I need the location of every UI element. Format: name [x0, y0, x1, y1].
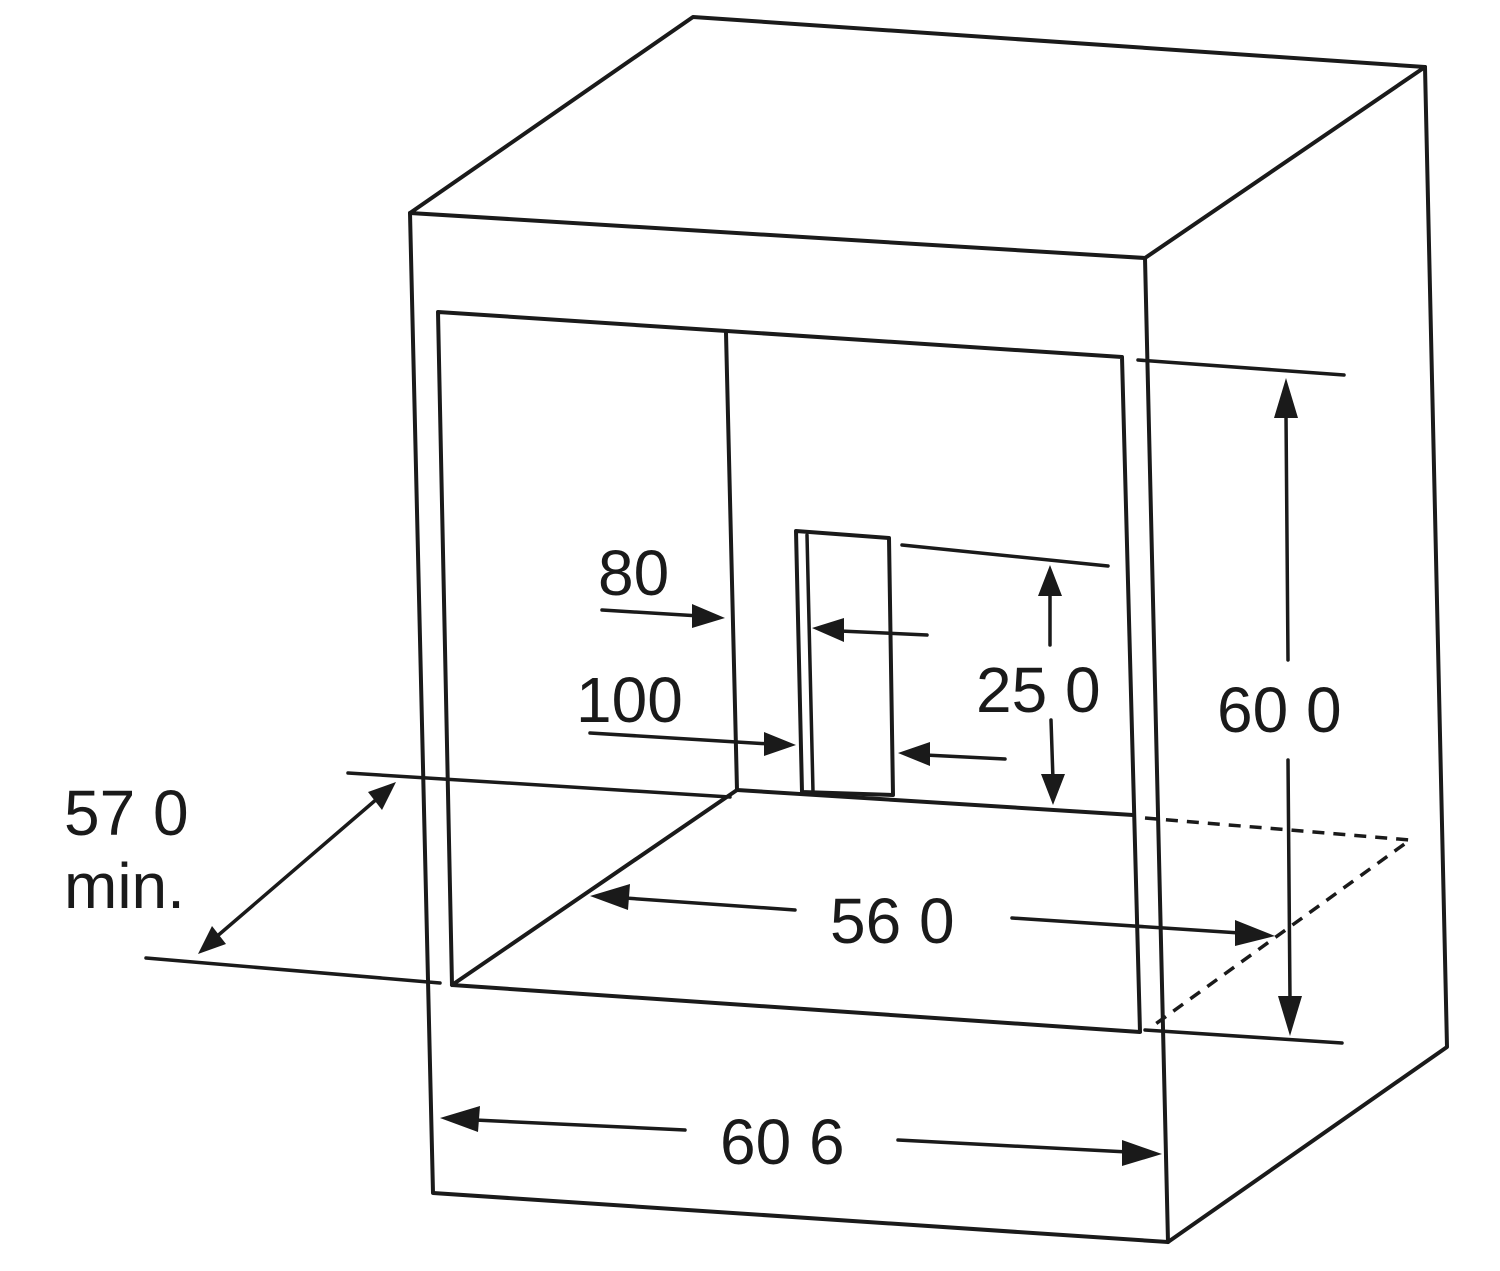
offset-top-line: [600, 608, 702, 618]
niche-height-arrow-top: [1274, 378, 1298, 418]
niche-width-label: 56 0: [830, 885, 955, 957]
cabinet-width-arrow-left: [440, 1106, 480, 1132]
niche-height-extension-bottom: [1143, 1028, 1344, 1045]
niche-back-left-edge: [724, 331, 739, 792]
depth-note-label: min.: [64, 850, 185, 922]
vent-height-arrow-bottom: [1041, 774, 1065, 805]
dimension-niche-width: 56 0: [590, 884, 1275, 957]
niche-height-label: 60 0: [1217, 674, 1342, 746]
depth-extension-bottom: [144, 956, 442, 985]
vent-height-line-lower: [1049, 718, 1055, 782]
dimension-cutout-offset-bottom: 100: [576, 664, 1007, 766]
appliance-projection: [1144, 816, 1415, 1030]
niche-height-line-lower: [1286, 758, 1292, 1002]
offset-bottom-right-line: [923, 753, 1007, 761]
niche-width-line-left: [623, 896, 797, 912]
dimension-depth: 57 0 min.: [64, 771, 732, 985]
offset-bottom-label: 100: [576, 664, 683, 736]
niche-outline: [436, 310, 1142, 1034]
niche-width-line-right: [1010, 916, 1242, 935]
dimension-vent-height: 25 0: [900, 543, 1110, 805]
cabinet-width-arrow-right: [1122, 1140, 1162, 1166]
niche-height-line-upper: [1284, 413, 1290, 662]
vent-height-label: 25 0: [976, 654, 1101, 726]
niche-floor-diagonal: [450, 788, 739, 987]
depth-value-label: 57 0: [64, 777, 189, 849]
vent-height-arrow-top: [1038, 565, 1062, 596]
dimension-cutout-offset-top: 80: [598, 537, 929, 642]
depth-arrow-bottom: [198, 926, 226, 954]
niche-width-arrow-right: [1235, 920, 1275, 946]
offset-top-right-arrow: [812, 618, 844, 642]
vent-cutout-inner-edge: [805, 533, 815, 794]
cabinet-front-face: [408, 211, 1170, 1244]
offset-bottom-right-arrow: [898, 742, 930, 766]
niche-width-arrow-left: [590, 884, 630, 910]
projection-dashed-outline: [1144, 816, 1415, 1030]
vent-cutout: [794, 529, 895, 797]
cabinet-width-label: 60 6: [720, 1106, 845, 1178]
offset-bottom-line: [588, 731, 772, 746]
niche-front-frame: [436, 310, 1142, 1034]
niche-height-arrow-bottom: [1278, 996, 1302, 1036]
cabinet-top-face: [408, 15, 1427, 260]
cabinet-side-face: [1166, 65, 1449, 1244]
offset-top-right-line: [838, 629, 929, 637]
offset-top-label: 80: [598, 537, 669, 609]
niche-height-extension-top: [1136, 358, 1346, 377]
cabinet-outline: [408, 15, 1449, 1244]
dimension-cabinet-width: 60 6: [440, 1106, 1162, 1178]
depth-extension-top: [346, 771, 732, 799]
offset-bottom-arrow: [764, 732, 796, 756]
vent-height-extension-top: [900, 543, 1110, 568]
cabinet-width-line-right: [896, 1138, 1130, 1154]
depth-dimension-line: [213, 796, 380, 940]
offset-top-arrow: [692, 604, 725, 628]
niche-floor-back-edge: [735, 788, 1135, 817]
depth-arrow-top: [368, 782, 396, 810]
vent-cutout-outer: [794, 529, 895, 797]
cabinet-width-line-left: [473, 1118, 687, 1132]
dimension-niche-height: 60 0: [1136, 358, 1346, 1045]
